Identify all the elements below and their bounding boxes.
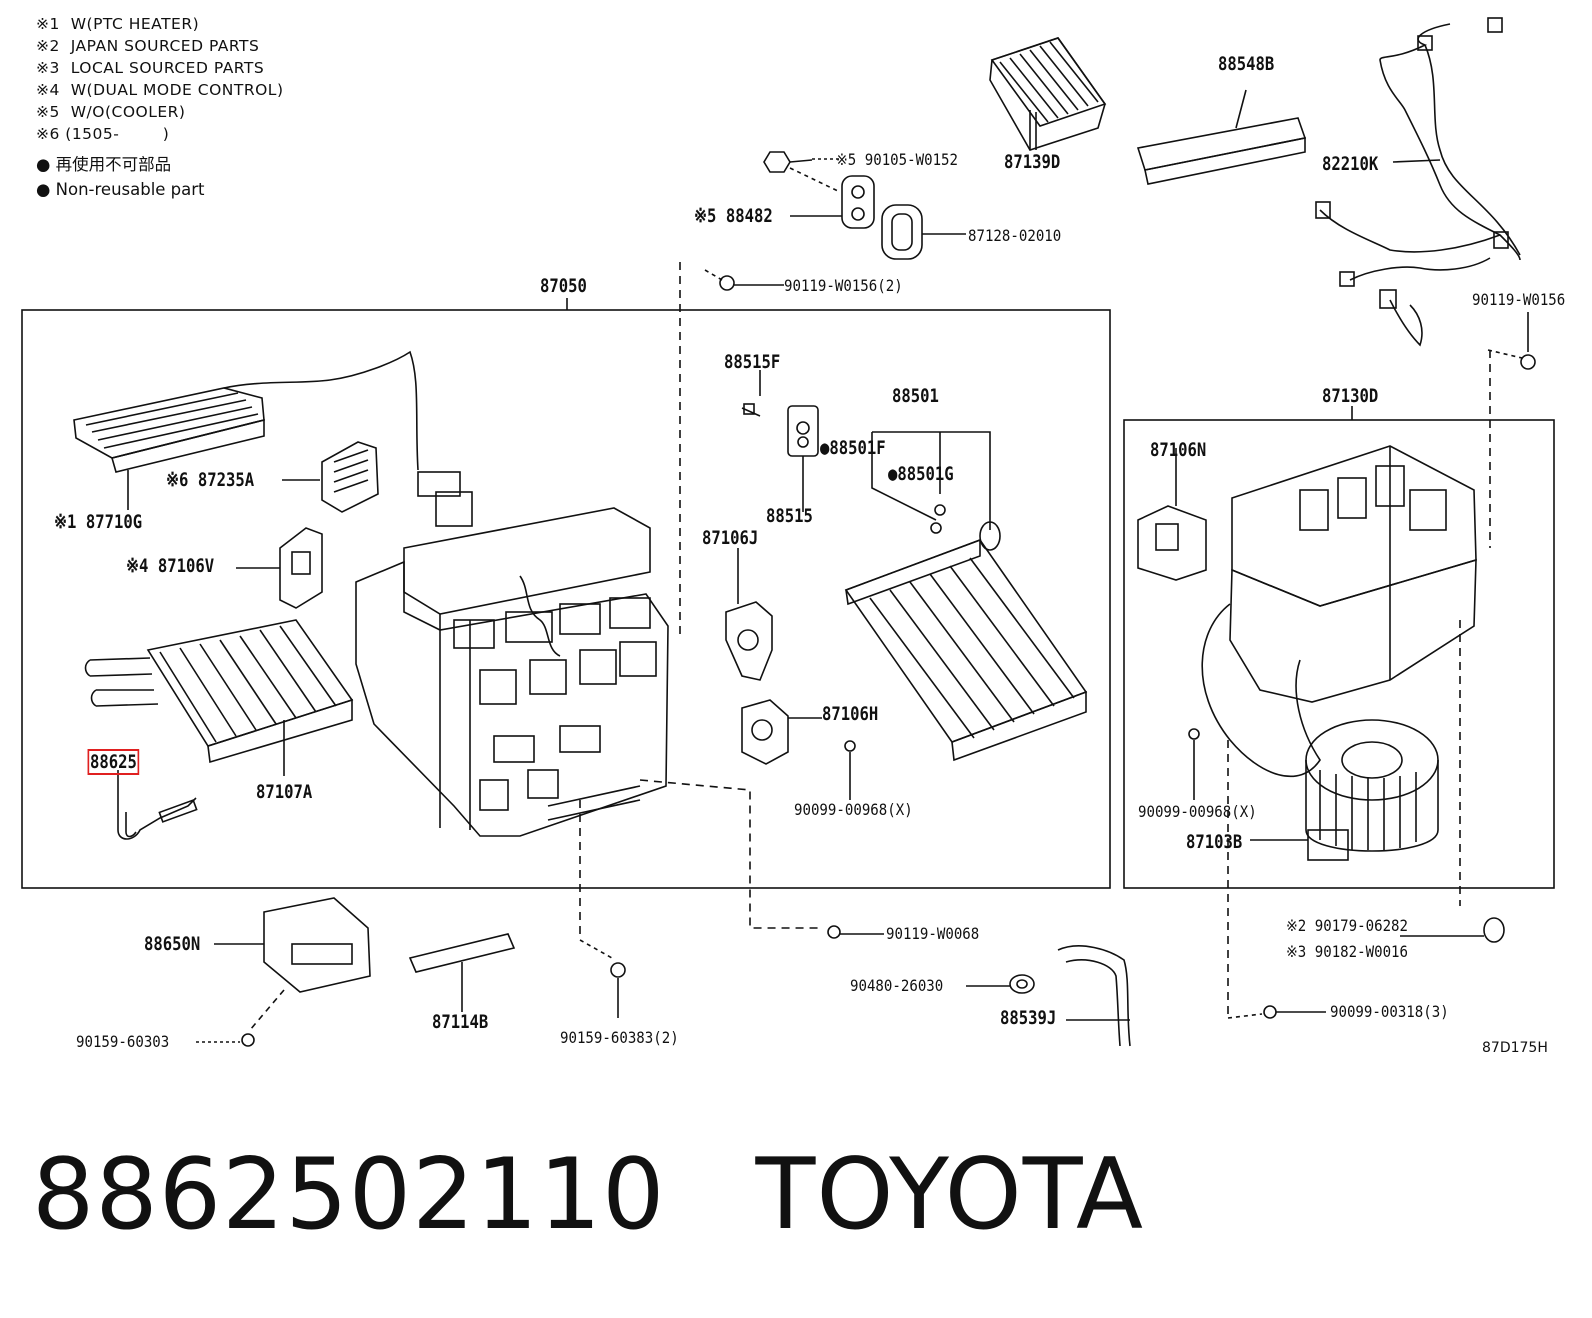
label-88501[interactable]: 88501 xyxy=(892,385,939,407)
label-90480-26030[interactable]: 90480-26030 xyxy=(850,976,944,995)
label-90099-00968-right[interactable]: 90099-00968(X) xyxy=(1138,802,1257,821)
plate-88482 xyxy=(841,175,875,229)
blower-housing-87130D xyxy=(1201,445,1477,777)
label-87128-02010[interactable]: 87128-02010 xyxy=(968,226,1062,245)
label-87130D[interactable]: 87130D xyxy=(1322,385,1379,407)
note-5: ※5 W/O(COOLER) xyxy=(36,103,186,121)
label-90099-00318-3[interactable]: 90099-00318(3) xyxy=(1330,1002,1449,1021)
label-88501F[interactable]: ●88501F xyxy=(820,437,886,459)
label-88650N[interactable]: 88650N xyxy=(144,933,201,955)
label-90105-W0152[interactable]: ※5 90105-W0152 xyxy=(836,150,959,169)
label-88548B[interactable]: 88548B xyxy=(1218,53,1275,75)
label-88625[interactable]: 88625 xyxy=(87,749,140,775)
label-88482[interactable]: ※5 88482 xyxy=(694,205,773,227)
label-87106J[interactable]: 87106J xyxy=(702,527,759,549)
drain-hose-88539J xyxy=(1057,945,1131,1047)
label-87106H[interactable]: 87106H xyxy=(822,703,879,725)
grommet-90179-06282 xyxy=(1483,917,1505,943)
label-90159-60383-2[interactable]: 90159-60383(2) xyxy=(560,1028,679,1047)
label-90119-W0156[interactable]: 90119-W0156 xyxy=(1472,290,1566,309)
filter-87114B xyxy=(408,933,516,1012)
bolt-90119-W0156-right xyxy=(1520,354,1536,370)
label-88515[interactable]: 88515 xyxy=(766,505,813,527)
bolt-90159-60383 xyxy=(610,962,626,1018)
ptc-heater-87710G xyxy=(73,350,473,527)
label-82210K[interactable]: 82210K xyxy=(1322,153,1379,175)
label-87106V[interactable]: ※4 87106V xyxy=(126,555,215,577)
label-87050[interactable]: 87050 xyxy=(540,275,587,297)
heater-core-87107A xyxy=(84,619,354,764)
legend-jp: ● 再使用不可部品 xyxy=(36,155,172,174)
footnotes: ※1 W(PTC HEATER) ※2 JAPAN SOURCED PARTS … xyxy=(36,13,284,145)
assembly-87050-frame xyxy=(21,309,1111,889)
note-4: ※4 W(DUAL MODE CONTROL) xyxy=(36,81,284,99)
label-87107A[interactable]: 87107A xyxy=(256,781,313,803)
hvac-case-87050 xyxy=(355,507,669,837)
expansion-valve-88515 xyxy=(787,405,819,457)
label-87103B[interactable]: 87103B xyxy=(1186,831,1243,853)
servo-87106N xyxy=(1137,505,1207,581)
screw-90099-00968-right xyxy=(1188,728,1200,800)
label-88501G[interactable]: ●88501G xyxy=(888,463,954,485)
evaporator-88501 xyxy=(844,521,1088,762)
label-88515F[interactable]: 88515F xyxy=(724,351,781,373)
assembly-87130D-frame xyxy=(1123,419,1555,889)
legend: ● 再使用不可部品 ● Non-reusable part xyxy=(36,152,205,202)
servo-87106H xyxy=(741,699,789,765)
bolt-90119-W0068 xyxy=(827,925,884,939)
gasket-87128-02010 xyxy=(881,204,923,260)
screw-90099-00968-left xyxy=(844,740,856,800)
label-87114B[interactable]: 87114B xyxy=(432,1011,489,1033)
note-1: ※1 W(PTC HEATER) xyxy=(36,15,200,33)
screw-88515F xyxy=(741,403,761,417)
module-88650N xyxy=(263,897,371,993)
servo-87106V xyxy=(279,527,323,609)
legend-en: ● Non-reusable part xyxy=(36,180,205,199)
footer-caption: 8862502110 TOYOTA xyxy=(32,1140,1144,1250)
note-6: ※6 (1505- ) xyxy=(36,125,170,143)
bolt-90119-W0156 xyxy=(719,275,784,291)
bolt-90099-00318 xyxy=(1263,1005,1326,1019)
note-2: ※2 JAPAN SOURCED PARTS xyxy=(36,37,260,55)
louver-87235A xyxy=(321,441,379,513)
label-90182-W0016[interactable]: ※3 90182-W0016 xyxy=(1286,942,1409,961)
grommet-90480-26030 xyxy=(1009,974,1035,994)
label-88539J[interactable]: 88539J xyxy=(1000,1007,1057,1029)
diagram-code: 87D175H xyxy=(1482,1040,1548,1056)
bolt-90159-60303 xyxy=(241,1033,255,1047)
wire-harness-82210K xyxy=(1315,17,1521,347)
label-90119-W0156-2[interactable]: 90119-W0156(2) xyxy=(784,276,903,295)
note-3: ※3 LOCAL SOURCED PARTS xyxy=(36,59,265,77)
part-number: 8862502110 xyxy=(32,1138,666,1252)
blower-motor-87103B xyxy=(1305,719,1439,861)
sensor-88625 xyxy=(117,797,198,840)
label-90179-06282[interactable]: ※2 90179-06282 xyxy=(1286,916,1409,935)
brand-name: TOYOTA xyxy=(755,1138,1145,1252)
label-87106N[interactable]: 87106N xyxy=(1150,439,1207,461)
label-90159-60303[interactable]: 90159-60303 xyxy=(76,1032,170,1051)
label-87139D[interactable]: 87139D xyxy=(1004,151,1061,173)
bolt-90105-W0152 xyxy=(763,151,813,173)
label-87710G[interactable]: ※1 87710G xyxy=(54,511,143,533)
cabin-filter-87139D xyxy=(989,37,1107,151)
label-87235A[interactable]: ※6 87235A xyxy=(166,469,255,491)
label-90119-W0068[interactable]: 90119-W0068 xyxy=(886,924,980,943)
filter-cover-88548B xyxy=(1136,89,1307,185)
servo-87106J xyxy=(725,601,773,681)
label-90099-00968-left[interactable]: 90099-00968(X) xyxy=(794,800,913,819)
